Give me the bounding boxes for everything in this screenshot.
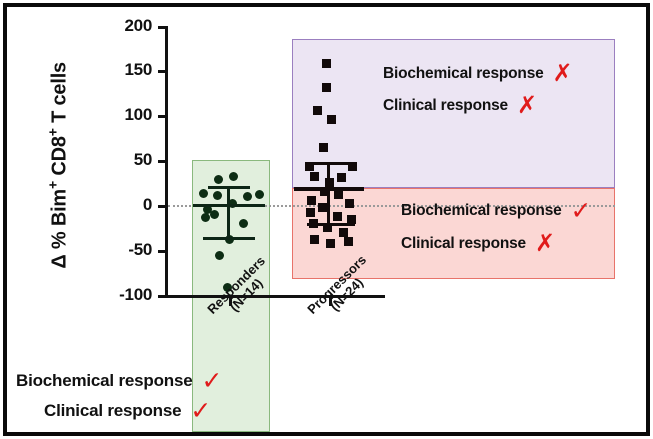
y-axis-title: Δ % Bim+ CD8+ T cells: [45, 35, 72, 295]
annotation-label: Clinical response: [44, 401, 182, 421]
y-tick-label: 200: [124, 16, 153, 35]
y-tick-mark: [158, 205, 165, 208]
data-point: [305, 162, 314, 171]
y-tick-label: 150: [124, 60, 153, 79]
data-point: [310, 172, 319, 181]
check-icon: ✓: [201, 366, 223, 395]
data-point: [344, 237, 353, 246]
y-axis-title-sup1: +: [44, 181, 61, 189]
zero-reference-line: [168, 205, 615, 207]
x-tick-mark-responders: [229, 298, 232, 306]
data-point: [310, 235, 319, 244]
y-axis-title-pre: Δ % Bim: [48, 188, 71, 269]
y-tick-mark: [158, 160, 165, 163]
y-axis-title-post: T cells: [48, 62, 71, 129]
plot-area: Δ % Bim+ CD8+ T cells 200 150 100 50 0 -…: [7, 7, 653, 439]
cross-icon: ✗: [516, 91, 538, 119]
data-point: [214, 175, 223, 184]
purple-annotation-clinical: Clinical response ✗: [383, 91, 538, 119]
data-point: [348, 162, 357, 171]
figure-frame: Δ % Bim+ CD8+ T cells 200 150 100 50 0 -…: [3, 3, 650, 436]
annotation-label: Biochemical response: [16, 371, 193, 391]
y-tick-label: -100: [119, 285, 152, 304]
data-point: [326, 239, 335, 248]
error-bar-cap-upper: [307, 162, 355, 165]
error-bar-cap-lower: [203, 237, 255, 240]
y-tick-label: 50: [133, 150, 153, 169]
cross-icon: ✗: [534, 229, 556, 257]
x-tick-mark-progressors: [329, 298, 332, 306]
x-axis-line: [165, 295, 385, 298]
check-icon: ✓: [570, 196, 592, 225]
purple-annotation-biochemical: Biochemical response ✗: [383, 59, 573, 87]
y-tick-mark: [158, 70, 165, 73]
y-axis-line: [165, 26, 168, 297]
data-point: [210, 210, 219, 219]
cross-icon: ✗: [552, 59, 573, 87]
data-point: [255, 190, 264, 199]
data-point: [327, 115, 336, 124]
data-point: [306, 208, 315, 217]
y-axis-title-sup2: +: [44, 128, 61, 137]
error-bar-cap-lower: [307, 223, 355, 226]
x-tick-label-responders: Responders (N=14): [204, 253, 277, 326]
data-point: [199, 189, 208, 198]
red-annotation-clinical: Clinical response ✗: [401, 229, 556, 257]
data-point: [333, 212, 342, 221]
data-point: [239, 219, 248, 228]
data-point: [337, 173, 346, 182]
error-bar-vertical: [327, 162, 330, 225]
y-tick-label: 0: [142, 195, 152, 214]
y-tick-label: 100: [124, 105, 153, 124]
data-point: [228, 199, 237, 208]
y-tick-mark: [158, 295, 165, 298]
data-point: [243, 192, 252, 201]
data-point: [345, 199, 354, 208]
annotation-label: Clinical response: [383, 96, 508, 114]
annotation-label: Clinical response: [401, 234, 526, 252]
data-point: [320, 187, 329, 196]
data-point: [313, 106, 322, 115]
data-point: [322, 83, 331, 92]
data-point: [347, 215, 356, 224]
data-point: [229, 172, 238, 181]
data-point: [307, 196, 316, 205]
data-point: [201, 213, 210, 222]
check-icon: ✓: [190, 396, 212, 425]
data-point: [318, 203, 327, 212]
data-point: [215, 251, 224, 260]
error-bar-cap-upper: [208, 186, 250, 189]
error-bar-vertical: [227, 186, 230, 239]
green-annotation-clinical: Clinical response ✓: [44, 396, 212, 425]
data-point: [319, 143, 328, 152]
data-point: [203, 205, 212, 214]
red-annotation-biochemical: Biochemical response ✓: [401, 196, 592, 225]
x-tick-label-progressors: Progressors (N=24): [304, 252, 378, 326]
data-point: [322, 59, 331, 68]
y-axis-title-mid: CD8: [48, 136, 71, 181]
data-point: [223, 283, 232, 292]
y-tick-mark: [158, 115, 165, 118]
y-tick-mark: [158, 26, 165, 29]
y-tick-mark: [158, 250, 165, 253]
data-point: [323, 223, 332, 232]
y-tick-label: -50: [128, 240, 152, 259]
green-annotation-biochemical: Biochemical response ✓: [16, 366, 223, 395]
annotation-label: Biochemical response: [383, 64, 544, 82]
data-point: [213, 191, 222, 200]
annotation-label: Biochemical response: [401, 202, 562, 220]
data-point: [339, 228, 348, 237]
data-point: [334, 190, 343, 199]
